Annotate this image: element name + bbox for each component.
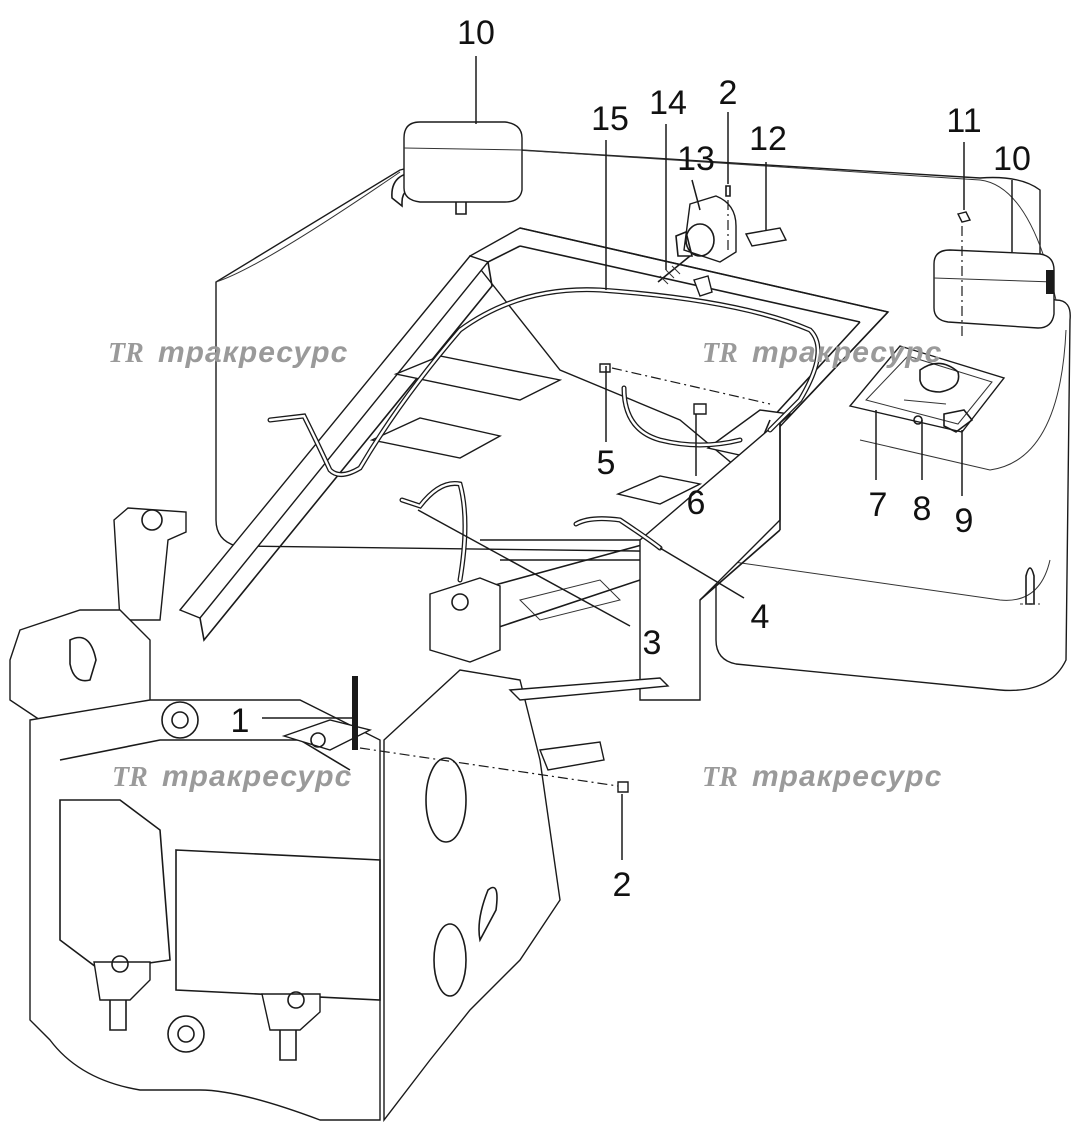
callout-10-left: 10	[457, 14, 495, 52]
bolt-6	[693, 403, 707, 415]
callout-1: 1	[231, 702, 250, 740]
callout-14: 14	[649, 84, 687, 122]
svg-text:TR: TR	[112, 762, 148, 793]
svg-text:тракресурс: тракресурс	[158, 336, 348, 369]
svg-text:TR: TR	[702, 338, 738, 369]
cover-right	[933, 249, 1055, 329]
frame-lower	[9, 507, 670, 1123]
svg-text:TR: TR	[702, 762, 738, 793]
battery-tray	[848, 345, 1006, 433]
watermark-1: TR тракресурс	[108, 336, 348, 369]
callout-5: 5	[597, 444, 616, 482]
clip-1	[352, 676, 358, 750]
cable-6	[621, 385, 743, 448]
cable-harness-main	[267, 287, 821, 477]
callout-15: 15	[591, 100, 629, 138]
callout-10-right: 10	[993, 140, 1031, 178]
leader-lines	[262, 56, 1013, 860]
callout-11: 11	[946, 102, 981, 140]
callout-2-top: 2	[719, 74, 738, 112]
svg-text:тракресурс: тракресурс	[162, 760, 352, 793]
callout-6: 6	[687, 484, 706, 522]
watermark-3: TR тракресурс	[112, 760, 352, 793]
callout-2-bottom: 2	[613, 866, 632, 904]
callout-3: 3	[643, 624, 662, 662]
svg-text:TR: TR	[108, 338, 144, 369]
plate-12	[744, 227, 788, 247]
cable-4	[573, 516, 663, 551]
callout-12: 12	[749, 120, 787, 158]
watermark-2: TR тракресурс	[702, 336, 942, 369]
screw-2-top	[725, 185, 731, 197]
nut-11	[956, 211, 972, 223]
screw-2-bottom	[617, 781, 629, 793]
assembly-line-5	[611, 367, 771, 405]
callout-4: 4	[751, 598, 770, 636]
callout-8: 8	[913, 490, 932, 528]
svg-text:тракресурс: тракресурс	[752, 336, 942, 369]
screw-5	[599, 363, 611, 373]
callout-7: 7	[869, 486, 888, 524]
callout-9: 9	[955, 502, 974, 540]
cable-3	[399, 480, 468, 583]
bolt-14	[657, 255, 691, 285]
callout-13: 13	[677, 140, 715, 178]
svg-text:тракресурс: тракресурс	[752, 760, 942, 793]
watermark-4: TR тракресурс	[702, 760, 942, 793]
cover-left	[403, 121, 523, 203]
callout-labels: 10 2 15 14 13 12 11 10 5 6 7 8 9 4 3 1 2	[231, 14, 1031, 904]
switch-13	[675, 195, 737, 297]
assembly-line-2-bottom	[359, 747, 619, 787]
